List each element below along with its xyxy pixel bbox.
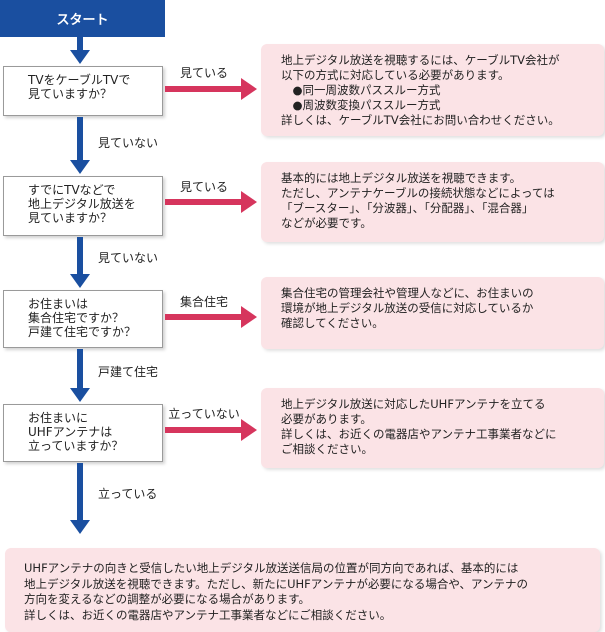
final-answer-box: UHFアンテナの向きと受信したい地上デジタル放送送信局の位置が同方向であれば、基… <box>5 548 600 632</box>
flow-arrow-shaft <box>77 37 83 51</box>
yes-arrow-head-3 <box>241 306 257 328</box>
answer-box-3: 集合住宅の管理会社や管理人などに、お住まいの 環境が地上デジタル放送の受信に対応… <box>261 277 604 349</box>
yes-arrow-shaft-1 <box>165 86 243 92</box>
flow-arrow-head <box>70 50 90 64</box>
branch-label-yes-2: 見ている <box>179 180 228 194</box>
flow-arrow-head <box>70 160 90 174</box>
branch-label-yes-1: 見ている <box>179 66 228 80</box>
flow-arrow-shaft <box>77 237 83 275</box>
answer-box-2: 基本的には地上デジタル放送を視聴できます。 ただし、アンテナケーブルの接続状態な… <box>261 162 604 242</box>
branch-label-down-2: 見ていない <box>98 251 159 265</box>
answer-box-4: 地上デジタル放送に対応したUHFアンテナを立てる 必要があります。 詳しくは、お… <box>261 388 604 468</box>
flow-arrow-head <box>70 388 90 402</box>
answer-box-1: 地上デジタル放送を視聴するには、ケーブルTV会社が 以下の方式に対応している必要… <box>261 44 604 136</box>
yes-arrow-shaft-3 <box>165 314 243 320</box>
branch-label-yes-4: 立っていない <box>168 407 240 421</box>
flow-arrow-shaft <box>77 117 83 161</box>
yes-arrow-head-1 <box>241 78 257 100</box>
yes-arrow-shaft-2 <box>165 199 243 205</box>
branch-label-down-3: 戸建て住宅 <box>98 365 159 379</box>
flow-arrow-shaft <box>77 463 83 521</box>
question-box-2: すでにTVなどで 地上デジタル放送を 見ていますか？ <box>3 176 163 236</box>
flow-arrow-head <box>70 274 90 288</box>
flow-arrow-shaft <box>77 349 83 389</box>
yes-arrow-shaft-4 <box>165 427 243 433</box>
branch-label-yes-3: 集合住宅 <box>179 295 228 309</box>
yes-arrow-head-2 <box>241 191 257 213</box>
question-box-1: TVをケーブルTVで 見ていますか？ <box>3 66 163 116</box>
branch-label-down-4: 立っている <box>98 487 158 501</box>
start-box: スタート <box>0 0 165 37</box>
branch-label-down-1: 見ていない <box>98 136 159 150</box>
start-label: スタート <box>56 13 109 28</box>
question-box-3: お住まいは 集合住宅ですか？ 戸建て住宅ですか？ <box>3 290 163 348</box>
yes-arrow-head-4 <box>241 419 257 441</box>
question-box-4: お住まいに UHFアンテナは 立っていますか？ <box>3 404 163 462</box>
flow-arrow-head <box>70 520 90 534</box>
